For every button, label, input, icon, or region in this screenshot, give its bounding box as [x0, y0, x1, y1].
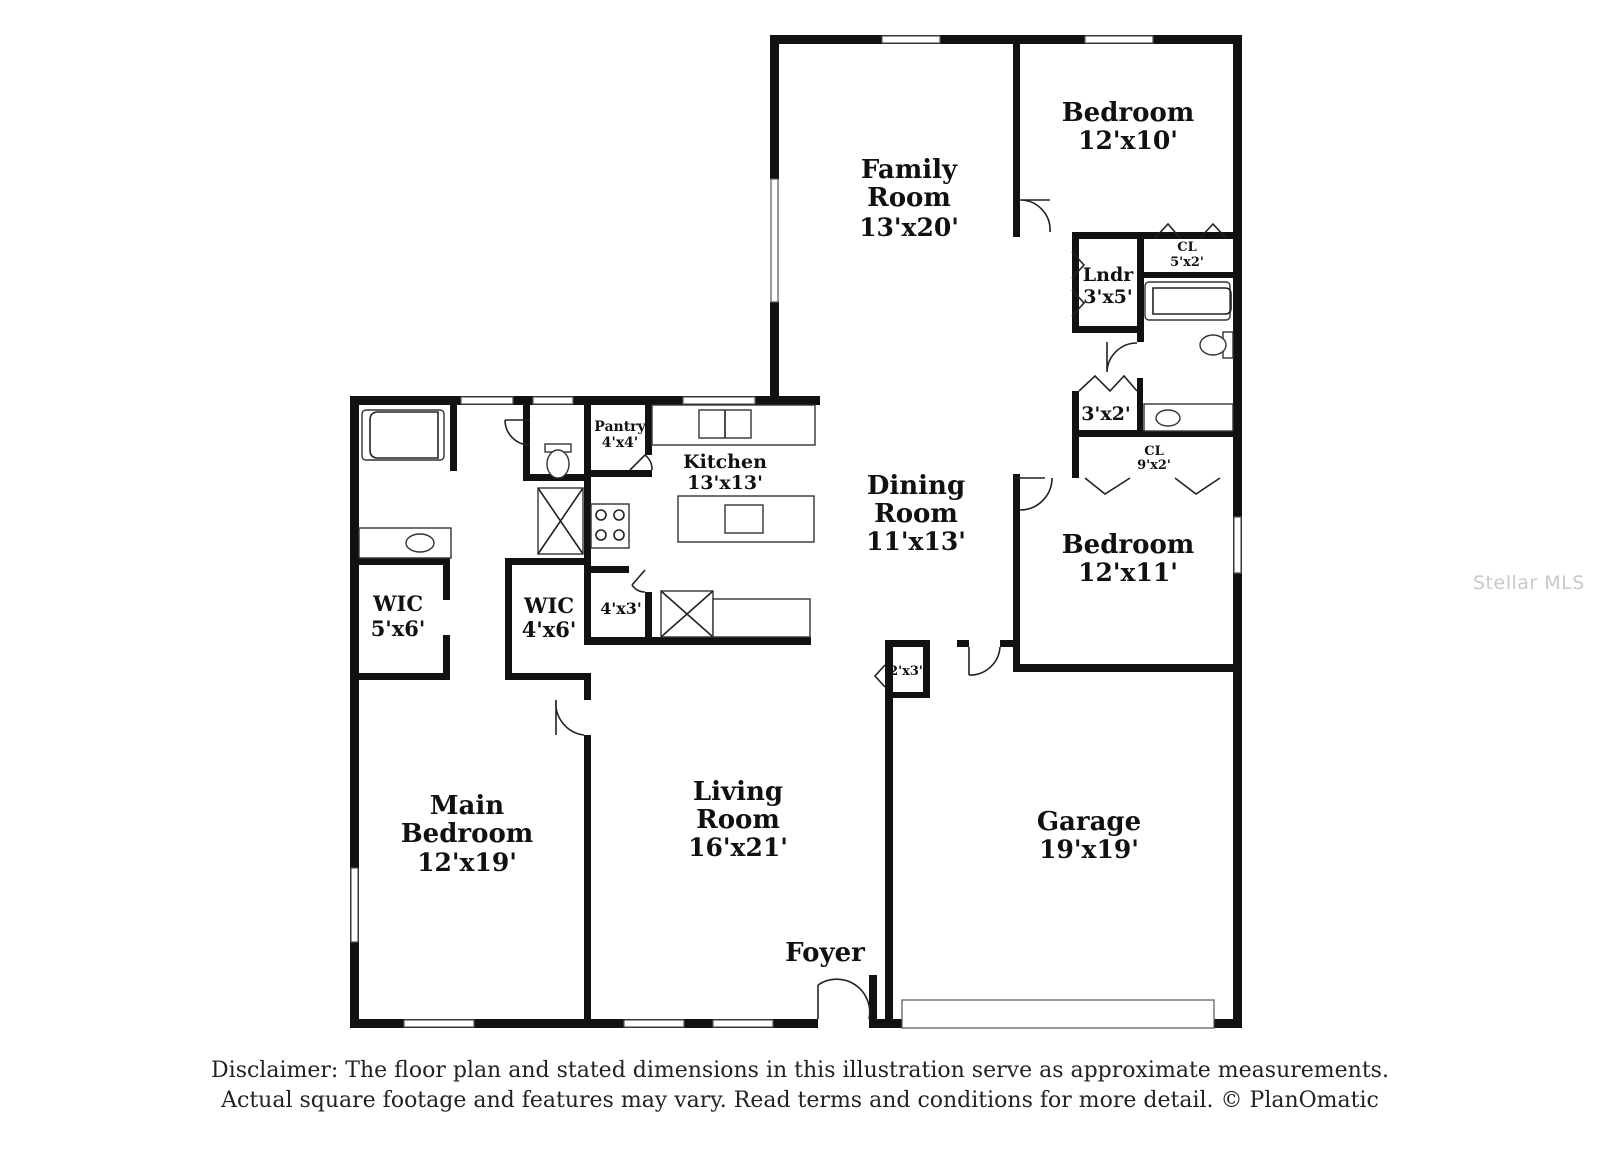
living-room-size: 16'x21' — [688, 833, 788, 862]
wic-right-size: 4'x6' — [522, 617, 577, 642]
bedroom-e-size: 12'x11' — [1078, 558, 1178, 587]
family-room-size: 13'x20' — [859, 213, 959, 242]
windows — [350, 35, 1242, 1029]
garage-name: Garage — [1037, 807, 1141, 837]
cl-small-size: 5'x2' — [1170, 255, 1204, 270]
closet-4x3-size: 4'x3' — [600, 599, 642, 618]
kitchen-size: 13'x13' — [687, 472, 763, 494]
doors — [504, 199, 1227, 1020]
bedroom-ne-size: 12'x10' — [1078, 126, 1178, 155]
pantry-size: 4'x4' — [602, 435, 638, 451]
disclaimer-line-2: Actual square footage and features may v… — [221, 1088, 1379, 1113]
wic-right-name: WIC — [523, 593, 574, 618]
laundry-name: Lndr — [1083, 264, 1134, 286]
dining-room-size: 11'x13' — [866, 527, 966, 556]
cl-mid-name: CL — [1144, 444, 1164, 459]
foyer-name: Foyer — [785, 938, 865, 968]
cl-small-name: CL — [1177, 240, 1197, 255]
cl-mid-size: 9'x2' — [1137, 458, 1171, 473]
interior-walls — [350, 44, 1242, 1028]
closet-2x3-size: 2'x3' — [889, 664, 923, 679]
watermark: Stellar MLS — [1473, 572, 1585, 594]
fixtures — [358, 281, 1234, 638]
bedroom-e-name: Bedroom — [1062, 530, 1195, 560]
disclaimer-line-1: Disclaimer: The floor plan and stated di… — [211, 1058, 1389, 1083]
wic-left-name: WIC — [372, 591, 423, 616]
main-bedroom-size: 12'x19' — [417, 848, 517, 877]
pantry-name: Pantry — [594, 419, 646, 435]
laundry-size: 3'x5' — [1083, 286, 1132, 308]
wic-left-size: 5'x6' — [371, 616, 426, 641]
closet-3x2-size: 3'x2' — [1081, 403, 1130, 425]
kitchen-name: Kitchen — [683, 451, 767, 473]
bedroom-ne-name: Bedroom — [1062, 98, 1195, 128]
garage-size: 19'x19' — [1039, 835, 1139, 864]
